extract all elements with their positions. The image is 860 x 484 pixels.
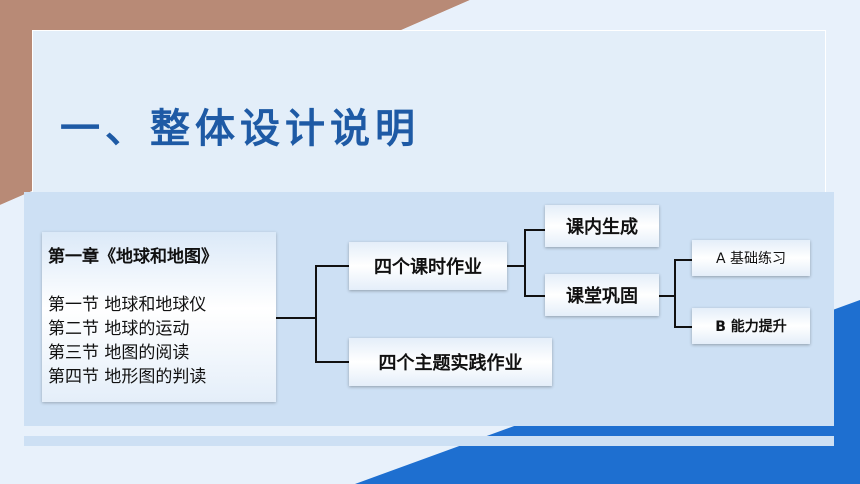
title-panel: [32, 30, 826, 194]
chapter-box: 第一章《地球和地图》 第一节 地球和地球仪 第二节 地球的运动 第三节 地图的阅…: [42, 232, 276, 402]
section-4: 第四节 地形图的判读: [48, 367, 207, 387]
section-2: 第二节 地球的运动: [48, 319, 190, 339]
connector-bracket-3: [674, 259, 692, 328]
section-1: 第一节 地球和地球仪: [48, 295, 207, 315]
section-3: 第三节 地图的阅读: [48, 343, 190, 363]
bottom-strip: [24, 436, 834, 446]
node-in-class: 课内生成: [545, 205, 659, 247]
node-consolidation: 课堂巩固: [545, 274, 659, 316]
node-four-themes: 四个主题实践作业: [349, 338, 552, 386]
page-title: 一、整体设计说明: [60, 106, 420, 152]
connector-bracket-2: [524, 229, 545, 297]
node-four-lessons: 四个课时作业: [349, 242, 507, 290]
chapter-title: 第一章《地球和地图》: [48, 247, 218, 267]
node-b-advance: B 能力提升: [692, 308, 810, 344]
node-a-basic: A 基础练习: [692, 240, 810, 276]
connector-bracket-1: [315, 265, 349, 363]
